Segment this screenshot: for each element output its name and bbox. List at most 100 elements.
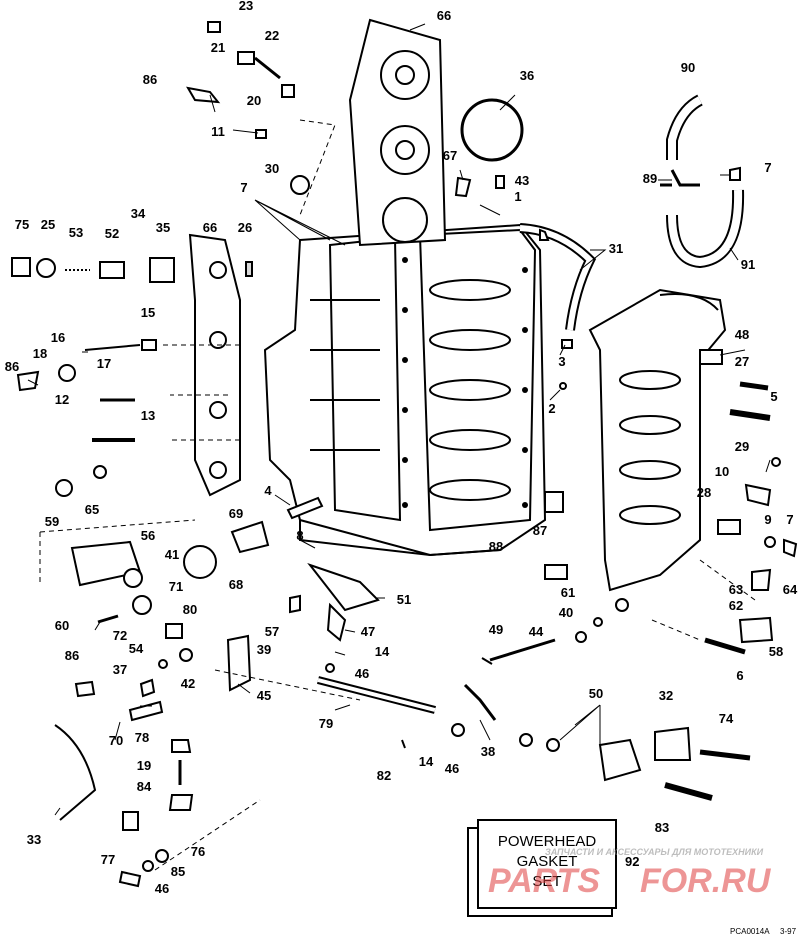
callout-87: 87 <box>533 523 547 538</box>
callout-34: 34 <box>131 206 146 221</box>
callout-27: 27 <box>735 354 749 369</box>
watermark-tagline: ЗАПЧАСТИ И АКСЕССУАРЫ ДЛЯ МОТОТЕХНИКИ <box>545 847 764 857</box>
callout-20: 20 <box>247 93 261 108</box>
callout-82: 82 <box>377 768 391 783</box>
callout-17: 17 <box>97 356 111 371</box>
callout-42: 42 <box>181 676 195 691</box>
callout-30: 30 <box>265 161 279 176</box>
callout-29: 29 <box>735 439 749 454</box>
callout-7: 7 <box>240 180 247 195</box>
callout-61: 61 <box>561 585 575 600</box>
o-ring <box>460 98 524 162</box>
side-cover-gasket <box>188 233 241 497</box>
callout-44: 44 <box>529 624 544 639</box>
callout-2: 2 <box>548 401 555 416</box>
callout-6: 6 <box>736 668 743 683</box>
callout-19: 19 <box>137 758 151 773</box>
callout-46: 46 <box>445 761 459 776</box>
callout-59: 59 <box>45 514 59 529</box>
callout-5: 5 <box>770 389 777 404</box>
callout-18: 18 <box>33 346 47 361</box>
callout-89: 89 <box>643 171 657 186</box>
callout-10: 10 <box>715 464 729 479</box>
callout-86: 86 <box>5 359 19 374</box>
callout-40: 40 <box>559 605 573 620</box>
callout-23: 23 <box>239 0 253 13</box>
callout-83: 83 <box>655 820 669 835</box>
grouping-lines <box>39 119 756 871</box>
callout-71: 71 <box>169 579 183 594</box>
callout-51: 51 <box>397 592 411 607</box>
callout-31: 31 <box>609 241 623 256</box>
callout-75: 75 <box>15 217 29 232</box>
callout-36: 36 <box>520 68 534 83</box>
callout-91: 91 <box>741 257 755 272</box>
callout-33: 33 <box>27 832 41 847</box>
cylinder-block <box>263 223 547 557</box>
callout-48: 48 <box>735 327 749 342</box>
callout-22: 22 <box>265 28 279 43</box>
figure-code: PCA0014A <box>730 927 770 936</box>
callout-53: 53 <box>69 225 83 240</box>
callout-8: 8 <box>296 528 303 543</box>
callout-57: 57 <box>265 624 279 639</box>
callout-77: 77 <box>101 852 115 867</box>
callout-37: 37 <box>113 662 127 677</box>
callout-12: 12 <box>55 392 69 407</box>
callout-88: 88 <box>489 539 503 554</box>
callout-41: 41 <box>165 547 179 562</box>
gasket-line-2: GASKET <box>517 853 578 870</box>
watermark-brand-left: PARTS <box>488 862 600 900</box>
callout-43: 43 <box>515 173 529 188</box>
callout-65: 65 <box>85 502 99 517</box>
callout-3: 3 <box>558 354 565 369</box>
figure-date: 3-97 <box>780 927 797 936</box>
watermark-brand-right: FOR.RU <box>640 862 772 900</box>
callout-67: 67 <box>443 148 457 163</box>
callout-56: 56 <box>141 528 155 543</box>
callout-63: 63 <box>729 582 743 597</box>
callout-16: 16 <box>51 330 65 345</box>
callout-47: 47 <box>361 624 375 639</box>
callout-76: 76 <box>191 844 205 859</box>
callout-13: 13 <box>141 408 155 423</box>
gasket-set-box: POWERHEAD GASKET SET 92 <box>467 819 639 917</box>
callout-64: 64 <box>783 582 798 597</box>
callout-49: 49 <box>489 622 503 637</box>
callout-32: 32 <box>659 688 673 703</box>
callout-79: 79 <box>319 716 333 731</box>
callout-26: 26 <box>238 220 252 235</box>
callout-66: 66 <box>437 8 451 23</box>
watermark: ЗАПЧАСТИ И АКСЕССУАРЫ ДЛЯ МОТОТЕХНИКИ PA… <box>488 847 772 900</box>
head-gasket-top <box>348 18 447 247</box>
gasket-line-3: SET <box>532 873 561 890</box>
callout-62: 62 <box>729 598 743 613</box>
callout-4: 4 <box>264 483 272 498</box>
callout-74: 74 <box>719 711 734 726</box>
callout-90: 90 <box>681 60 695 75</box>
callout-14: 14 <box>419 754 434 769</box>
callout-9: 9 <box>764 512 771 527</box>
callout-11: 11 <box>211 124 225 139</box>
callout-54: 54 <box>129 641 144 656</box>
callout-46: 46 <box>155 881 169 896</box>
callout-69: 69 <box>229 506 243 521</box>
callout-15: 15 <box>141 305 155 320</box>
hoses <box>519 94 745 331</box>
callout-25: 25 <box>41 217 55 232</box>
callout-58: 58 <box>769 644 783 659</box>
callout-60: 60 <box>55 618 69 633</box>
gasket-number: 92 <box>625 854 639 869</box>
callout-28: 28 <box>697 485 711 500</box>
exhaust-manifold <box>588 288 727 592</box>
callout-86: 86 <box>65 648 79 663</box>
callout-14: 14 <box>375 644 390 659</box>
callout-52: 52 <box>105 226 119 241</box>
callout-84: 84 <box>137 779 152 794</box>
callout-7: 7 <box>764 160 771 175</box>
callout-68: 68 <box>229 577 243 592</box>
callout-39: 39 <box>257 642 271 657</box>
